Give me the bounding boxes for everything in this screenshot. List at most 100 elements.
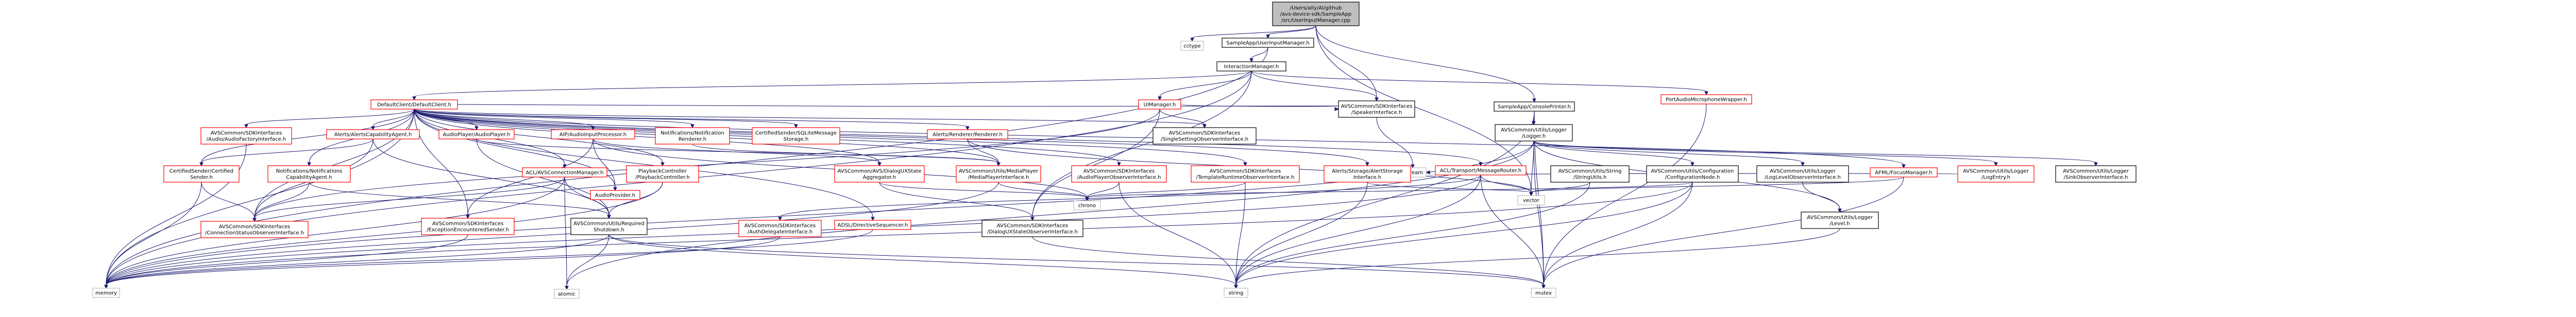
node-singlesetting[interactable]: AVSCommon/SDKInterfaces/SingleSettingObs… <box>1153 127 1257 145</box>
node-label-line: Storage.h <box>784 137 809 143</box>
edge-interaction-to-defaultclient <box>412 71 1252 101</box>
node-mediaplayer[interactable]: AVSCommon/Utils/MediaPlayer/MediaPlayerI… <box>956 165 1041 183</box>
node-label-line: AVSCommon/AVS/DialogUXState <box>837 169 921 174</box>
node-label-line: Interface.h <box>1353 175 1381 181</box>
node-label-line: cctype <box>1183 44 1200 49</box>
edge-confignode-to-chrono <box>1085 182 1693 202</box>
node-authdelegate[interactable]: AVSCommon/SDKInterfaces/AuthDelegateInte… <box>738 220 822 237</box>
node-label-line: AVSCommon/Utils/MediaPlayer <box>959 169 1039 174</box>
node-audioprovider[interactable]: AudioProvider.h <box>590 190 640 200</box>
node-mutex: mutex <box>1531 288 1556 298</box>
edge-uim_h-to-interaction <box>1249 47 1268 63</box>
node-label-line: /DialogUXStateObserverInterface.h <box>987 230 1078 235</box>
node-logger[interactable]: AVSCommon/Utils/Logger/Logger.h <box>1495 124 1573 142</box>
edge-audioplayer-to-requireshutdown <box>476 138 611 219</box>
node-label-line: mutex <box>1535 291 1552 296</box>
edge-defaultclient-to-audioprovider <box>414 109 617 191</box>
node-uim_h[interactable]: SampleApp/UserInputManager.h <box>1222 38 1314 48</box>
node-alertscap[interactable]: Alerts/AlertsCapabilityAgent.h <box>326 129 420 139</box>
edge-afmlfocus-to-mutex <box>1541 177 1904 289</box>
node-label-line: AVSCommon/SDKInterfaces <box>432 221 503 227</box>
node-label-line: /LogLevelObserverInterface.h <box>1765 175 1841 181</box>
node-label-line: ADSL/DirectiveSequencer.h <box>838 223 908 228</box>
node-adsl[interactable]: ADSL/DirectiveSequencer.h <box>834 220 911 230</box>
edge-defaultclient-to-notifrenderer <box>414 109 694 129</box>
node-defaultclient[interactable]: DefaultClient/DefaultClient.h <box>370 99 458 110</box>
node-stringutil[interactable]: AVSCommon/Utils/String/StringUtils.h <box>1550 165 1630 183</box>
node-sinkobs[interactable]: AVSCommon/Utils/Logger/SinkObserverInter… <box>2055 165 2137 183</box>
node-logentry[interactable]: AVSCommon/Utils/Logger/LogEntry.h <box>1957 165 2035 183</box>
node-loglevelobs[interactable]: AVSCommon/Utils/Logger/LogLevelObserverI… <box>1756 165 1849 183</box>
edge-alertscap-to-certsender <box>199 138 374 167</box>
node-atomic: atomic <box>554 289 580 299</box>
edge-logger-to-vector <box>1529 140 1534 197</box>
edge-logger-to-confignode <box>1533 140 1694 167</box>
node-label-line: /Level.h <box>1829 221 1850 227</box>
edge-requireshutdown-to-string <box>608 234 1238 289</box>
node-label-line: sstream <box>1402 170 1423 176</box>
node-cctype: cctype <box>1180 41 1204 51</box>
edge-root-to-speakerintf <box>1315 25 1379 102</box>
node-label-line: SampleApp/ConsolePrinter.h <box>1498 104 1571 110</box>
node-notifcap[interactable]: Notifications/NotificationsCapabilityAge… <box>267 165 351 183</box>
node-label-line: Notifications/Notifications <box>276 169 343 174</box>
node-chrono: chrono <box>1073 200 1101 210</box>
edge-dialogux-to-dialoguxobs <box>879 182 1035 221</box>
node-label-line: string <box>1229 291 1244 296</box>
node-label-line: AudioPlayer/AudioPlayer.h <box>443 132 510 138</box>
node-interaction[interactable]: InteractionManager.h <box>1216 61 1286 72</box>
edge-interaction-to-dialoguxobs <box>1030 71 1252 221</box>
node-speakerintf[interactable]: AVSCommon/SDKInterfaces/SpeakerInterface… <box>1338 100 1415 118</box>
edge-confignode-to-string <box>1234 182 1693 289</box>
edge-uimanager-to-speakerintf <box>1180 104 1340 111</box>
edge-aipaudio-to-dialogux <box>592 138 882 167</box>
node-confignode[interactable]: AVSCommon/Utils/Configuration/Configurat… <box>1646 165 1739 183</box>
node-label-line: AVSCommon/SDKInterfaces <box>1169 131 1240 136</box>
node-connstatus[interactable]: AVSCommon/SDKInterfaces/ConnectionStatus… <box>200 221 309 238</box>
node-acltransport[interactable]: ACL/Transport/MessageRouter.h <box>1435 165 1527 175</box>
edge-confignode-to-memory <box>104 182 1693 289</box>
node-label-line: Alerts/AlertsCapabilityAgent.h <box>334 132 412 138</box>
node-audiofactory[interactable]: AVSCommon/SDKInterfaces/Audio/AudioFacto… <box>200 127 292 145</box>
node-aclconn[interactable]: ACL/AVSConnectionManager.h <box>522 167 607 178</box>
node-label-line: /SpeakerInterface.h <box>1351 110 1402 116</box>
nodes-layer: /Users/ally/Al/github/avs-device-sdk/Sam… <box>92 2 2137 299</box>
edge-alertstorage-to-string <box>1234 182 1368 289</box>
node-root[interactable]: /Users/ally/Al/github/avs-device-sdk/Sam… <box>1272 2 1360 26</box>
node-label-line: UIManager.h <box>1144 102 1176 108</box>
node-label-line: AVSCommon/Utils/Logger <box>2063 169 2129 174</box>
node-aipaudio[interactable]: AIP/AudioInputProcessor.h <box>551 129 635 139</box>
node-templateruntime[interactable]: AVSCommon/SDKInterfaces/TemplateRuntimeO… <box>1191 165 1300 183</box>
edge-root-to-uim_h <box>1266 25 1316 39</box>
node-playbackctrl[interactable]: PlaybackController/PlaybackController.h <box>626 165 699 183</box>
node-certsender[interactable]: CertifiedSender/CertifiedSender.h <box>163 165 240 183</box>
edge-requireshutdown-to-atomic <box>565 234 609 290</box>
node-loglevel[interactable]: AVSCommon/Utils/Logger/Level.h <box>1801 212 1879 229</box>
node-exceptionsender[interactable]: AVSCommon/SDKInterfaces/ExceptionEncount… <box>421 218 515 235</box>
node-portaudio[interactable]: PortAudioMicrophoneWrapper.h <box>1660 94 1752 104</box>
node-uimanager[interactable]: UIManager.h <box>1138 99 1181 110</box>
edge-acltransport-to-string <box>1234 174 1481 289</box>
node-afmlfocus[interactable]: AFML/FocusManager.h <box>1870 167 1938 178</box>
node-audioplayer[interactable]: AudioPlayer/AudioPlayer.h <box>438 129 515 139</box>
node-label-line: /PlaybackController.h <box>635 175 690 181</box>
node-dialoguxobs[interactable]: AVSCommon/SDKInterfaces/DialogUXStateObs… <box>981 220 1083 237</box>
node-alertsrenderer[interactable]: Alerts/Renderer/Renderer.h <box>927 129 1008 139</box>
node-audioplayerobs[interactable]: AVSCommon/SDKInterfaces/AudioPlayerObser… <box>1071 165 1167 183</box>
edge-audioplayerobs-to-string <box>1118 182 1238 289</box>
edge-interaction-to-speakerintf <box>1251 71 1379 102</box>
node-consoleprinter[interactable]: SampleApp/ConsolePrinter.h <box>1494 101 1575 112</box>
edge-loglevelobs-to-loglevel <box>1802 182 1842 213</box>
node-label-line: PlaybackController <box>638 169 687 174</box>
edge-root-to-cctype <box>1190 25 1316 42</box>
node-label-line: ACL/Transport/MessageRouter.h <box>1440 168 1521 174</box>
node-label-line: AVSCommon/Utils/Logger <box>1501 128 1567 133</box>
node-label-line: /MediaPlayerInterface.h <box>968 175 1029 181</box>
node-label-line: Aggregator.h <box>863 175 896 181</box>
